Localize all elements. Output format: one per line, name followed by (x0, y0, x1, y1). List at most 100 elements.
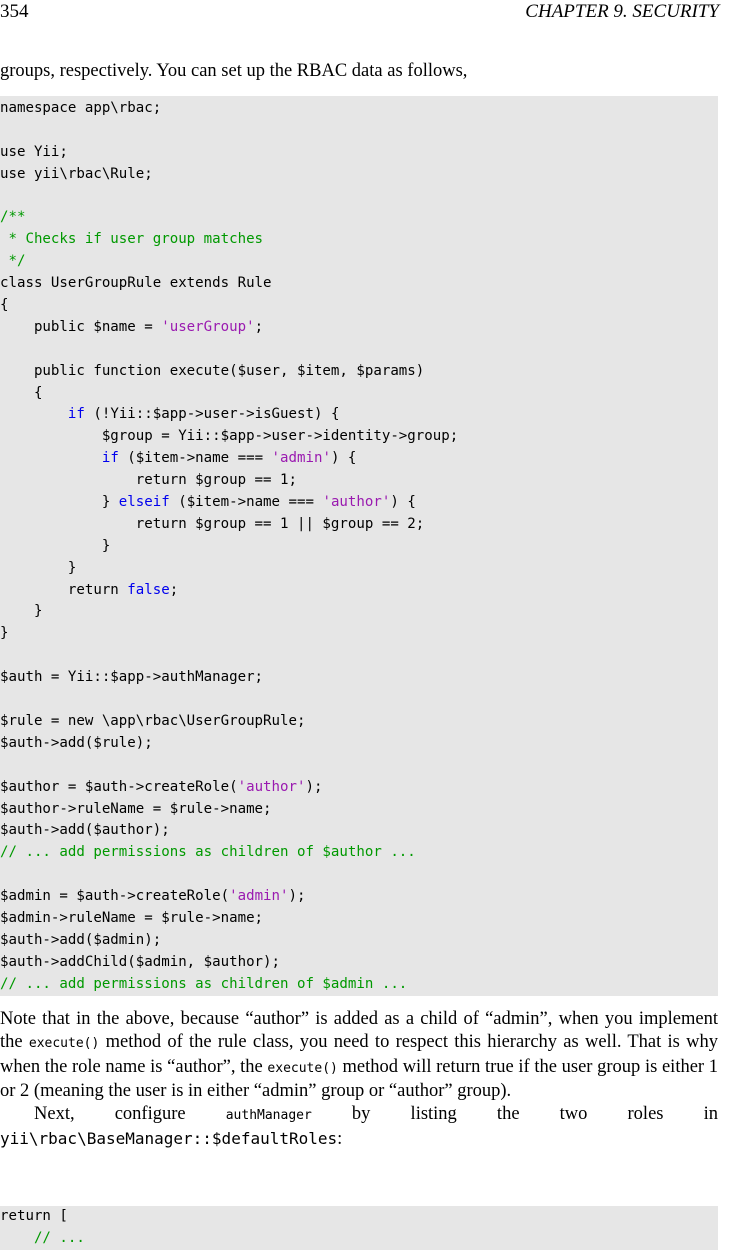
paragraph-text: Note that in the above, because “author”… (0, 1009, 718, 1053)
code-text: } (0, 537, 111, 554)
code-text: (!Yii::$app->user->isGuest) { (84, 406, 340, 423)
code-text: } (0, 494, 119, 511)
code-line: return $group == 1 || $group == 2; (0, 514, 718, 536)
code-text: } (0, 625, 9, 642)
code-block-rbac-rule: namespace app\rbac; use Yii; use yii\rbac… (0, 96, 718, 996)
code-line: public $name = 'userGroup'; (0, 317, 718, 339)
code-line (0, 186, 718, 208)
code-text: } (0, 603, 43, 620)
code-text: $admin = $auth->createRole( (0, 888, 230, 905)
code-text: use Yii; (0, 143, 68, 160)
page-header: 354 CHAPTER 9. SECURITY (0, 0, 719, 24)
code-line (0, 645, 718, 667)
code-line: * Checks if user group matches (0, 229, 718, 251)
paragraph-text: by listing the two roles in (311, 1104, 718, 1125)
code-line: /** (0, 207, 718, 229)
code-keyword: if (101, 450, 119, 467)
code-text (0, 450, 102, 466)
code-string: 'userGroup' (161, 318, 255, 335)
code-text: class UserGroupRule extends Rule (0, 275, 272, 292)
code-text: public function execute($user, $item, $p… (0, 362, 425, 379)
code-text: return $group == 1 || $group == 2; (0, 515, 425, 532)
code-line: $auth->addChild($admin, $author); (0, 952, 718, 974)
code-comment: // ... add permissions as children of $a… (0, 975, 408, 992)
code-line (0, 689, 718, 711)
code-line: $auth = Yii::$app->authManager; (0, 667, 718, 689)
code-text: $auth->add($admin); (0, 931, 162, 948)
code-line: $rule = new \app\rbac\UserGroupRule; (0, 711, 718, 733)
code-line: } elseif ($item->name === 'author') { (0, 492, 718, 514)
code-comment: // ... (0, 1229, 85, 1246)
code-line: } (0, 623, 718, 645)
paragraph-text: method will return true if the user grou… (0, 1056, 718, 1101)
code-text: public $name = (0, 318, 162, 335)
code-text: $auth = Yii::$app->authManager; (0, 669, 264, 686)
code-line: namespace app\rbac; (0, 98, 718, 120)
code-keyword: if (67, 406, 85, 423)
paragraph-text: Next, configure (34, 1104, 226, 1125)
code-text: $admin->ruleName = $rule->name; (0, 909, 264, 926)
code-text: ($item->name === (118, 450, 272, 467)
explanation-paragraph: Note that in the above, because “author”… (0, 1008, 718, 1152)
code-text: return [ (0, 1208, 68, 1224)
inline-code-class-link: yii\rbac\BaseManager::$defaultRoles (0, 1129, 338, 1149)
code-text: $rule = new \app\rbac\UserGroupRule; (0, 712, 306, 729)
code-text (0, 406, 68, 422)
code-line: return [ (0, 1206, 718, 1228)
code-line (0, 864, 718, 886)
code-text: return (0, 581, 128, 598)
inline-code: execute() (28, 1036, 100, 1052)
code-text: { (0, 384, 43, 401)
code-line: { (0, 295, 718, 317)
code-line: $author->ruleName = $rule->name; (0, 799, 718, 821)
code-line: } (0, 536, 718, 558)
intro-text: groups, respectively. You can set up the… (0, 61, 468, 81)
code-text: $auth->addChild($admin, $author); (0, 953, 281, 970)
code-text: namespace app\rbac; (0, 100, 162, 116)
code-line (0, 339, 718, 361)
code-text: ; (254, 318, 264, 335)
code-line: } (0, 601, 718, 623)
paragraph-text: : (337, 1129, 343, 1150)
code-line (0, 755, 718, 777)
code-line: $admin = $auth->createRole('admin'); (0, 886, 718, 908)
code-text: ($item->name === (169, 494, 323, 511)
code-line: class UserGroupRule extends Rule (0, 273, 718, 295)
code-text: $author->ruleName = $rule->name; (0, 800, 272, 817)
intro-paragraph: groups, respectively. You can set up the… (0, 60, 718, 83)
code-text: $auth->add($rule); (0, 734, 153, 751)
code-line: $auth->add($admin); (0, 930, 718, 952)
code-text: $author = $auth->createRole( (0, 778, 238, 795)
code-block-config: return [ // ... (0, 1206, 718, 1250)
code-line: $auth->add($author); (0, 820, 718, 842)
code-text: } (0, 559, 77, 576)
code-text: ); (288, 888, 306, 905)
code-text: { (0, 297, 9, 314)
code-string: 'admin' (229, 888, 289, 905)
code-line: // ... (0, 1228, 718, 1250)
code-comment: * Checks if user group matches (0, 231, 264, 248)
chapter-title: CHAPTER 9. SECURITY (525, 1, 719, 22)
code-line: return false; (0, 580, 718, 602)
code-line: $admin->ruleName = $rule->name; (0, 908, 718, 930)
code-text: ) { (390, 494, 416, 511)
code-line: // ... add permissions as children of $a… (0, 842, 718, 864)
code-comment: */ (0, 253, 26, 270)
code-line: use yii\rbac\Rule; (0, 164, 718, 186)
inline-code: execute() (267, 1060, 338, 1076)
page-number: 354 (0, 1, 29, 22)
code-line: $auth->add($rule); (0, 733, 718, 755)
code-line: $group = Yii::$app->user->identity->grou… (0, 426, 718, 448)
code-text: ; (169, 581, 179, 598)
code-keyword: elseif (118, 494, 170, 511)
code-text: ); (305, 778, 323, 795)
code-line: return $group == 1; (0, 470, 718, 492)
code-line (0, 120, 718, 142)
code-text: return $group == 1; (0, 472, 297, 489)
code-line: use Yii; (0, 142, 718, 164)
code-line: public function execute($user, $item, $p… (0, 361, 718, 383)
code-keyword: false (127, 581, 170, 598)
code-line: if ($item->name === 'admin') { (0, 448, 718, 470)
inline-code: authManager (225, 1108, 312, 1124)
code-line: // ... add permissions as children of $a… (0, 974, 718, 996)
